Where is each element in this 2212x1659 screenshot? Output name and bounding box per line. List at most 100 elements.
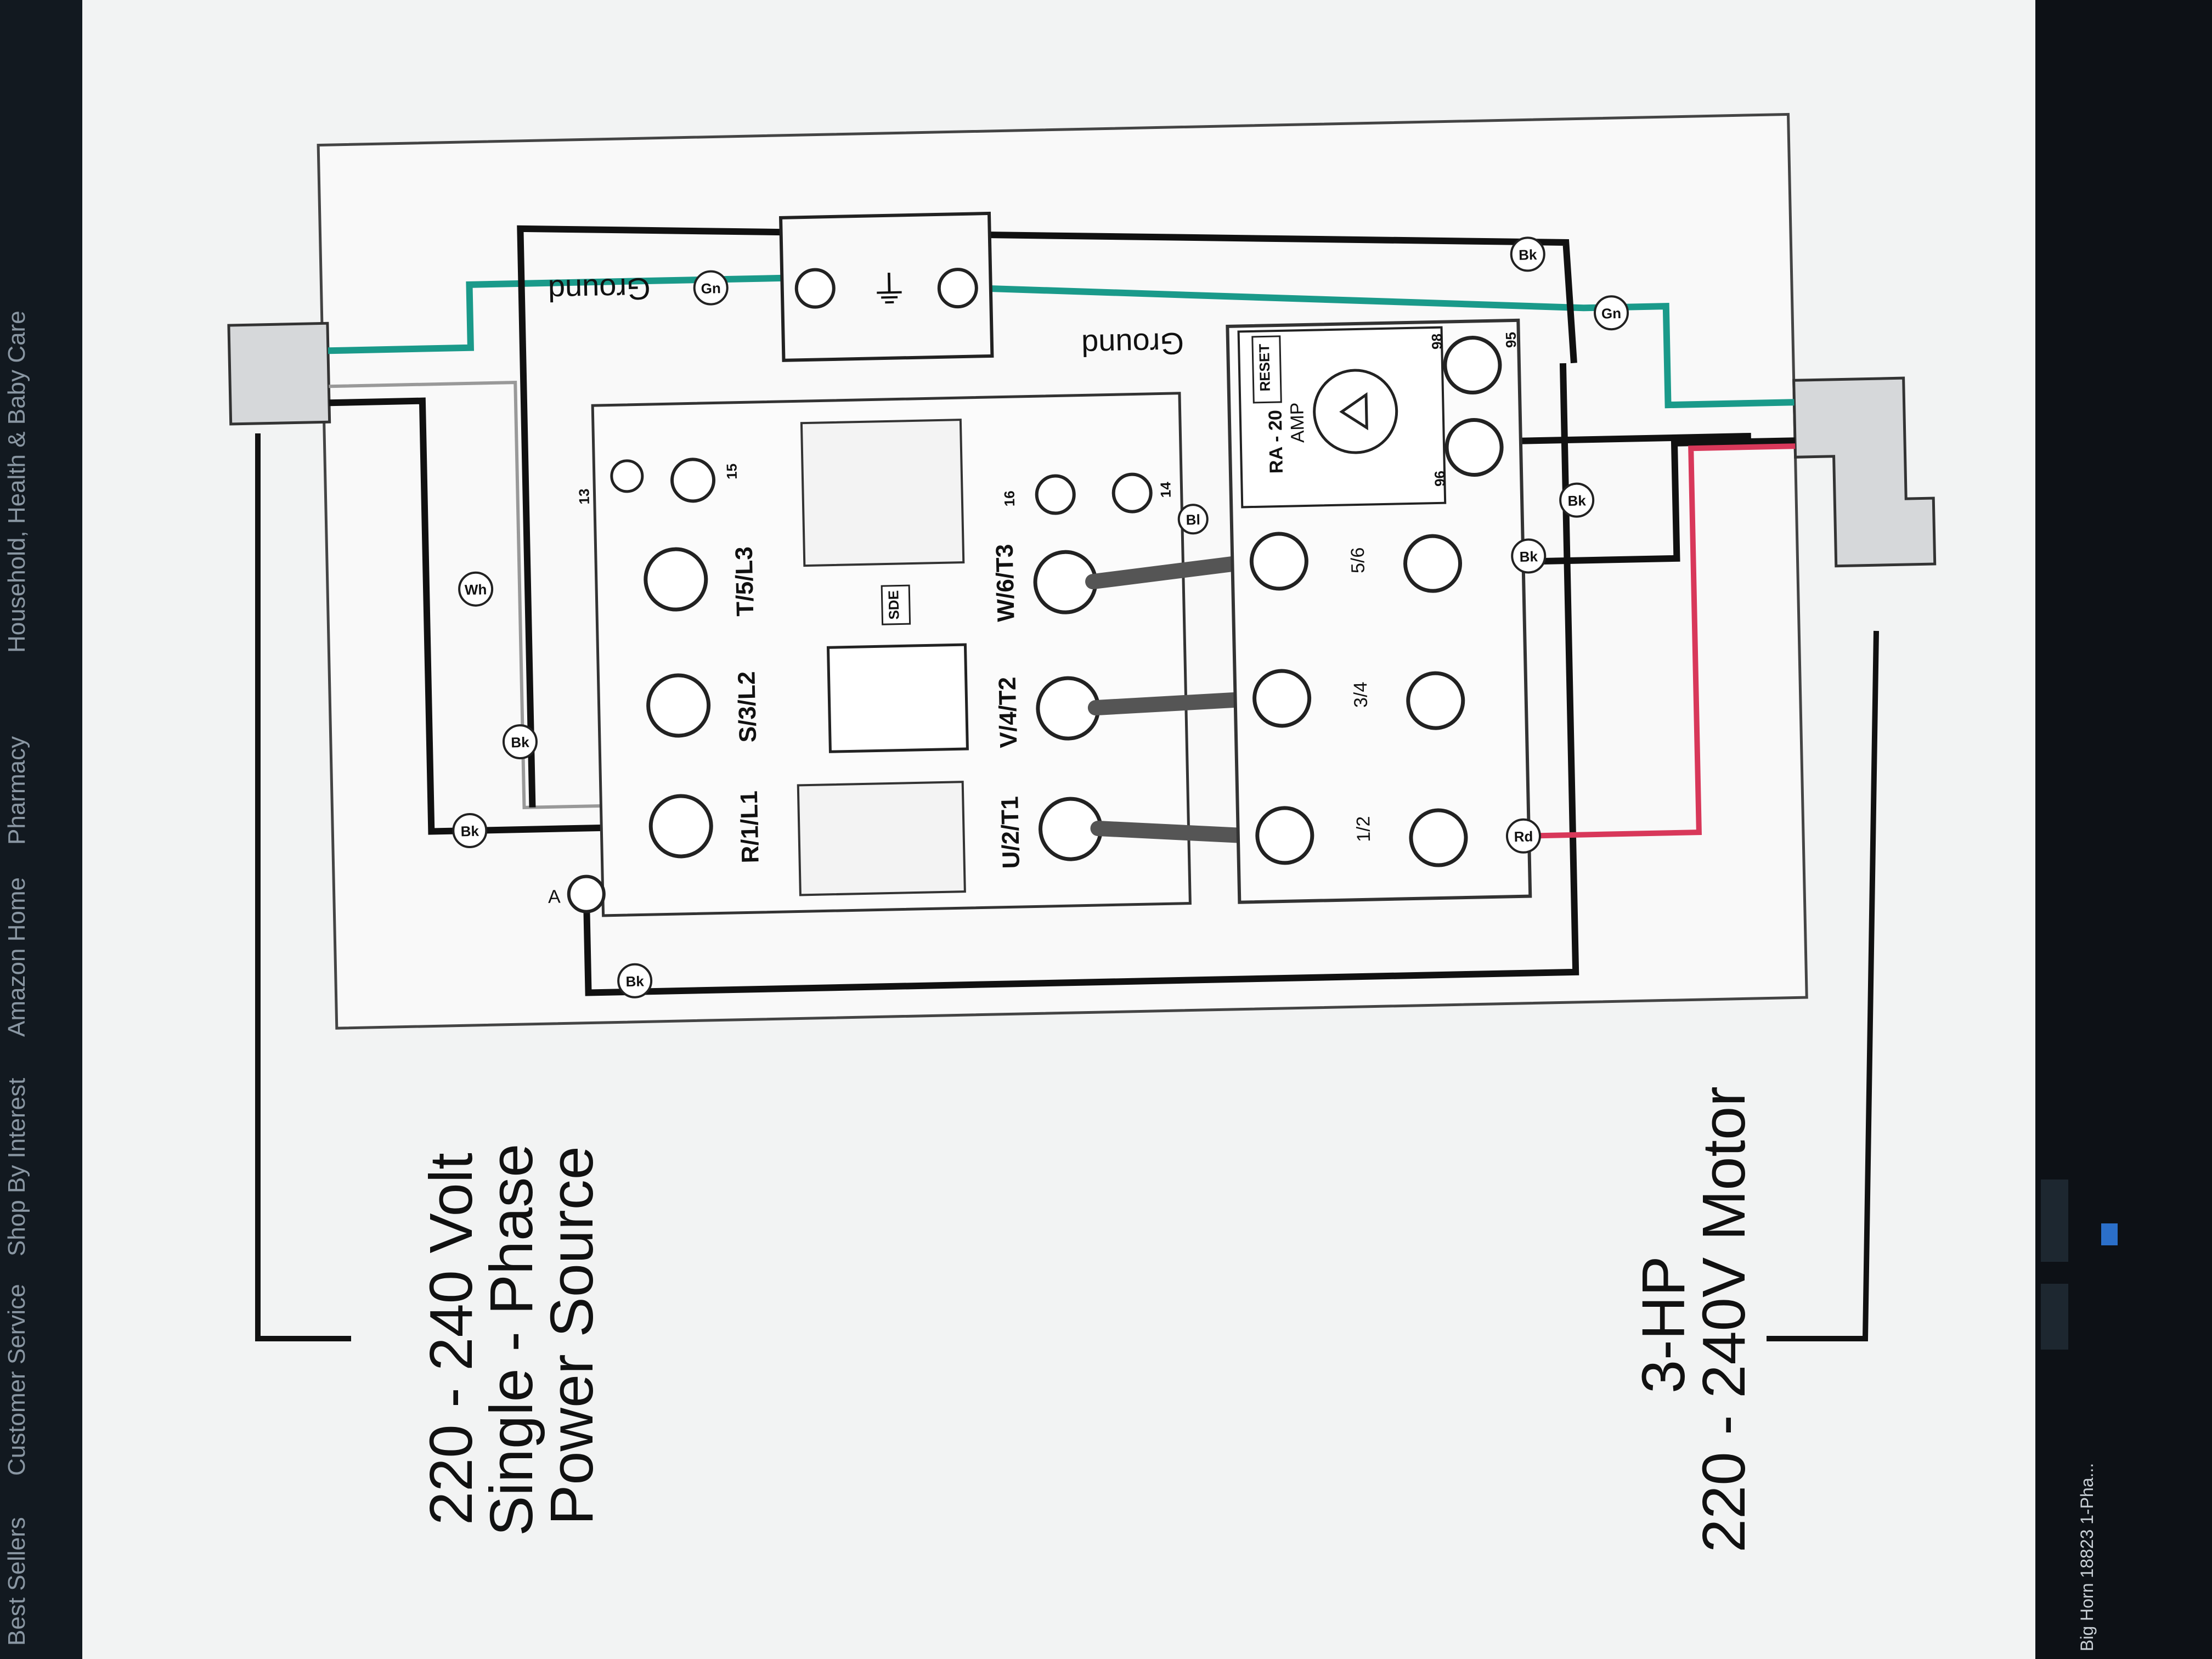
aux-label-15: 15 (723, 464, 740, 480)
wire-tag-bk-2 (502, 724, 538, 760)
ground-label-1: Ground (548, 272, 651, 308)
aux-label-98: 98 (1429, 334, 1446, 350)
taskbar-app-icon-2[interactable] (2041, 1284, 2068, 1350)
ol-screw-95 (1443, 336, 1502, 395)
ground-bus-block (778, 211, 994, 362)
source-hot-wire-2 (329, 381, 662, 809)
wire-tag-bl (1177, 504, 1209, 535)
wire-tag-rd (1505, 818, 1541, 854)
ground-wire-source (328, 274, 782, 354)
taskbar-app-icon[interactable] (2041, 1180, 2068, 1262)
ol-label-12: 1/2 (1353, 816, 1374, 842)
contactor-coil-mechanism (826, 643, 969, 753)
nav-household[interactable]: Household, Health & Baby Care (3, 311, 30, 653)
ol-label-34: 3/4 (1350, 681, 1372, 708)
terminal-label-l2: S/3/L2 (733, 671, 761, 743)
ground-label-2: Ground (1081, 326, 1184, 363)
wire-tag-bk-1 (452, 813, 488, 849)
terminal-a-label: A (548, 887, 561, 907)
nav-pharmacy[interactable]: Pharmacy (3, 736, 30, 845)
terminal-a-screw (567, 874, 606, 913)
overload-model-label: RA - 20 (1265, 410, 1287, 474)
motor-bracket (1767, 630, 1879, 1341)
wire-tag-wh (458, 571, 494, 607)
power-source-label: 220 - 240 Volt Single - Phase Power Sour… (417, 1144, 606, 1536)
ol-screw-4 (1406, 671, 1465, 730)
source-bk-wire (517, 225, 1577, 808)
ol-screw-1 (1255, 806, 1314, 865)
wire-tag-gn-2-text: Gn (1601, 305, 1622, 322)
ol-label-56: 5/6 (1347, 547, 1369, 573)
ol-screw-96 (1444, 418, 1504, 477)
contactor-bottom-plate (797, 781, 966, 896)
taskbar-window-title[interactable]: Big Horn 18823 1-Pha... (2077, 1463, 2097, 1651)
overload-terminals: 1/2 3/4 5/6 (1249, 336, 1504, 867)
wire-tag-rd-text: Rd (1514, 828, 1533, 845)
aux-terminal-14 (1111, 472, 1153, 514)
wire-tag-bk-6 (1511, 538, 1547, 574)
ol-screw-6 (1403, 534, 1463, 593)
ol-screw-5 (1249, 532, 1308, 591)
ground-wire-motor (968, 284, 1795, 409)
terminal-label-l1: R/1/L1 (736, 791, 764, 864)
aux-label-16: 16 (1001, 490, 1018, 507)
reset-label: RESET (1256, 343, 1273, 391)
wire-tag-bk-6-text: Bk (1519, 548, 1538, 565)
load-terminal-group: U/2/T1 V/4/T2 W/6/T3 (991, 544, 1103, 869)
ol-screw-2 (1409, 808, 1468, 867)
taskbar-word-icon[interactable] (2101, 1223, 2118, 1245)
line-terminal-group: R/1/L1 S/3/L2 T/5/L3 (644, 546, 764, 864)
power-source-line-1: 220 - 240 Volt (417, 1153, 485, 1525)
wire-tag-bk-5-text: Bk (1567, 492, 1586, 509)
link-t2 (1087, 691, 1260, 716)
dial-pointer-icon (1339, 392, 1368, 431)
motor-label-line-1: 3-HP (1630, 1256, 1697, 1393)
bk-return-wire (583, 363, 1579, 996)
motor-red-wire (1441, 443, 1796, 840)
aux-terminal-13 (610, 459, 644, 493)
browser-nav-bar (0, 0, 82, 1659)
nav-amazon-home[interactable]: Amazon Home (3, 877, 30, 1037)
aux-label-96: 96 (1431, 471, 1448, 487)
wire-tag-gn-2 (1594, 295, 1629, 331)
motor-label-line-2: 220 - 240V Motor (1690, 1086, 1758, 1553)
terminal-screw-l2 (646, 673, 711, 738)
wire-tag-bl-text: Bl (1186, 511, 1200, 528)
source-cable-entry (227, 321, 331, 426)
reset-button[interactable] (1251, 335, 1282, 404)
aux-label-14: 14 (1157, 482, 1174, 498)
overload-bk-wire (1509, 432, 1751, 445)
nav-customer-service[interactable]: Customer Service (3, 1284, 30, 1476)
nav-best-sellers[interactable]: Best Sellers (3, 1517, 30, 1646)
nav-shop-by-interest[interactable]: Shop By Interest (3, 1078, 30, 1256)
terminal-label-l3: T/5/L3 (731, 546, 759, 617)
taskbar (2035, 0, 2212, 1659)
power-source-line-2: Single - Phase (478, 1144, 545, 1536)
contactor-top-plate (800, 419, 965, 567)
wire-tag-wh-text: Wh (465, 581, 487, 598)
wire-tags: Bk Bk Bk Bk Bk Bk Gn Gn Wh Rd Bl (452, 236, 1629, 998)
source-bracket (255, 433, 351, 1341)
wire-tag-bk-5 (1559, 482, 1595, 518)
link-t1 (1090, 821, 1262, 844)
terminal-label-t2: V/4/T2 (994, 676, 1023, 748)
overload-dial[interactable] (1313, 369, 1398, 454)
aux-terminal-15 (670, 458, 716, 503)
motor-cable-entry (1792, 376, 1937, 568)
terminal-label-t3: W/6/T3 (991, 544, 1020, 622)
wiring-diagram: ⏚ SDE R/1/L1 S/3/L2 T/5/L3 U/2/T1 V/4/T2… (227, 112, 1937, 1030)
wire-tag-bk-3 (617, 963, 653, 998)
aux-label-13: 13 (575, 488, 592, 505)
wire-tag-bk-1-text: Bk (460, 823, 479, 840)
motor-label: 3-HP 220 - 240V Motor (1630, 1086, 1758, 1553)
ground-screw-1 (794, 268, 836, 309)
ground-screw-2 (937, 268, 978, 309)
terminal-screw-l1 (648, 794, 713, 859)
sde-label: SDE (885, 590, 902, 620)
wire-tag-bk-4-text: Bk (1519, 246, 1537, 263)
wire-tag-bk-3-text: Bk (625, 973, 644, 990)
wire-tag-bk-2-text: Bk (511, 734, 529, 751)
aux-label-95: 95 (1503, 332, 1520, 348)
wire-tag-gn-1-text: Gn (701, 280, 721, 297)
motor-bk-wire (1435, 437, 1796, 567)
